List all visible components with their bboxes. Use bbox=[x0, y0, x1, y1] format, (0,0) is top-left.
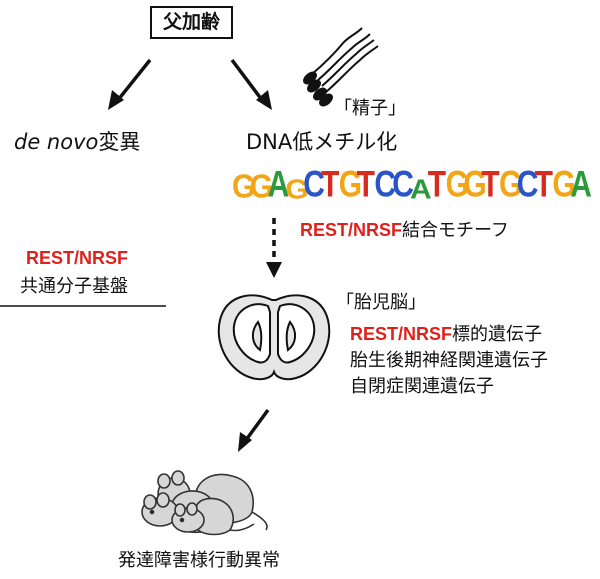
motif-letter: G bbox=[338, 164, 363, 206]
arrowhead-to-mice bbox=[238, 432, 252, 452]
motif-letter: G bbox=[249, 168, 274, 206]
motif-caption: REST/NRSF結合モチーフ bbox=[300, 216, 509, 242]
motif-letter: T bbox=[321, 164, 340, 206]
gene-line-3: 自閉症関連遺伝子 bbox=[350, 376, 494, 397]
sperm-label: 「精子」 bbox=[334, 98, 406, 119]
motif-letter: G bbox=[499, 164, 523, 206]
denovo-mutation-label: de novo変異 bbox=[14, 126, 140, 156]
arrowhead-to-denovo bbox=[108, 90, 124, 110]
arrowhead-to-brain bbox=[266, 262, 282, 278]
arrow-to-denovo bbox=[116, 58, 152, 102]
gene-line-1: REST/NRSF標的遺伝子 bbox=[350, 320, 542, 346]
motif-rest-nrsf: REST/NRSF bbox=[300, 220, 403, 240]
motif-letter: T bbox=[427, 164, 447, 206]
fetal-brain-label: 「胎児脳」 bbox=[336, 292, 426, 313]
motif-letter: T bbox=[356, 164, 375, 206]
motif-letter: C bbox=[303, 164, 325, 206]
arrowhead-to-methylation bbox=[256, 90, 272, 110]
denovo-italic: de novo bbox=[14, 130, 99, 154]
motif-caption-rest: 結合モチーフ bbox=[402, 220, 509, 241]
gene-line-1-rest: 標的遺伝子 bbox=[452, 324, 543, 345]
denovo-rest: 変異 bbox=[98, 130, 141, 154]
side-note-rest-nrsf: REST/NRSF bbox=[26, 248, 129, 268]
motif-letter: C bbox=[374, 164, 397, 206]
motif-letter: G bbox=[463, 164, 487, 206]
behavior-abnormality-label: 発達障害様行動異常 bbox=[118, 550, 280, 571]
motif-letter: T bbox=[481, 164, 500, 206]
mice-icon bbox=[141, 470, 268, 536]
gene-line-1-red: REST/NRSF bbox=[350, 324, 453, 344]
methylation-label: DNA低メチル化 bbox=[246, 130, 398, 154]
top-label-box: 父加齢 bbox=[150, 6, 233, 39]
motif-letter: C bbox=[516, 164, 539, 206]
fetal-brain-icon bbox=[217, 294, 331, 381]
gene-line-2: 胎生後期神経関連遺伝子 bbox=[350, 350, 548, 371]
motif-letter: G bbox=[232, 168, 256, 206]
sperm-icon bbox=[303, 27, 379, 107]
motif-letter: A bbox=[267, 164, 290, 206]
arrow-to-methylation bbox=[230, 58, 264, 102]
motif-letter: G bbox=[285, 174, 309, 205]
motif-letter: T bbox=[534, 164, 553, 206]
motif-letter: G bbox=[445, 164, 469, 206]
side-note-common-basis: 共通分子基盤 bbox=[20, 276, 128, 297]
motif-letter: C bbox=[392, 164, 414, 206]
motif-letter: G bbox=[552, 164, 576, 206]
arrow-to-mice bbox=[244, 408, 270, 442]
motif-letter: A bbox=[570, 164, 592, 206]
motif-letter: A bbox=[410, 174, 432, 205]
